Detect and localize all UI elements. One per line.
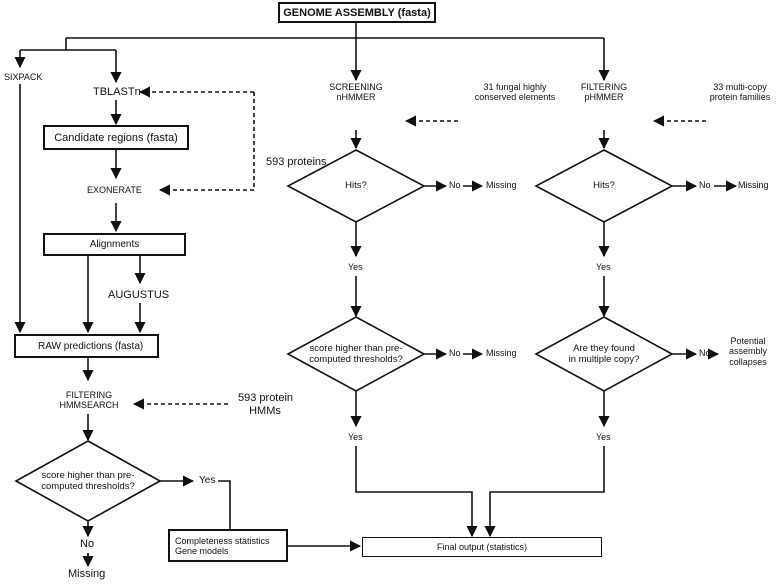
raw-predictions-label: RAW predictions (fasta)	[38, 340, 144, 352]
tblastn-label: TBLASTn	[93, 86, 141, 98]
middle-decision-line-1: score higher than pre-	[309, 342, 403, 354]
collapse-line-2: assembly	[728, 346, 767, 357]
conserved-elements-line-1: 31 fungal highly	[483, 82, 547, 92]
right-hits-text: Hits?	[593, 180, 615, 192]
left-missing-label: Missing	[68, 568, 106, 580]
middle-decision-line-2: computed thresholds?	[309, 354, 403, 365]
candidate-regions-box: Candidate regions (fasta)	[43, 125, 189, 150]
collapse-line-1: Potential	[730, 336, 766, 346]
collapse-line-3: collapses	[729, 356, 767, 367]
gene-models-label: Gene models	[175, 545, 229, 556]
conserved-elements-line-2: conserved elements	[474, 92, 556, 103]
middle-missing-label-2: Missing	[486, 348, 517, 358]
candidate-regions-label: Candidate regions (fasta)	[54, 131, 178, 144]
right-decision-line-2: in multiple copy?	[568, 354, 640, 365]
left-yes-label: Yes	[199, 475, 216, 486]
protein-families-input-label: 33 multi-copy protein families	[706, 82, 774, 103]
decision-diamond-hits-right	[534, 149, 674, 223]
filtering-hmmsearch-label: FILTERING HMMSEARCH	[50, 390, 128, 411]
right-filtering-label: FILTERING	[580, 82, 628, 92]
nhmmer-label: nHMMER	[336, 92, 376, 103]
completeness-label: Completeness statistics	[175, 535, 270, 546]
filtering-label: FILTERING	[65, 390, 113, 400]
right-missing-label-1: Missing	[738, 180, 769, 190]
alignments-label: Alignments	[89, 239, 140, 250]
protein-hmms-input-label: 593 protein HMMs	[238, 392, 294, 417]
assembly-collapse-label: Potential assembly collapses	[720, 336, 776, 367]
screening-label: SCREENING	[329, 82, 383, 92]
protein-families-line-1: 33 multi-copy	[713, 82, 767, 92]
hmmsearch-label: HMMSEARCH	[59, 400, 119, 411]
right-decision-line-1: Are they found	[573, 342, 635, 354]
raw-predictions-box: RAW predictions (fasta)	[14, 334, 159, 358]
screening-nhmmer-label: SCREENING nHMMER	[316, 82, 396, 103]
final-output-label: Final output (statistics)	[436, 542, 528, 552]
alignments-box: Alignments	[43, 233, 186, 256]
right-no-label-1: No	[699, 180, 711, 190]
conserved-elements-input-label: 31 fungal highly conserved elements	[462, 82, 568, 103]
middle-hits-text: Hits?	[345, 180, 367, 192]
right-yes-label-2: Yes	[596, 432, 611, 442]
right-decision-text: Are they found in multiple copy?	[536, 335, 672, 373]
filtering-phmmer-label: FILTERING pHMMER	[562, 82, 646, 103]
decision-diamond-threshold-left	[14, 440, 162, 522]
phmmer-label: pHMMER	[584, 92, 624, 103]
connector-yes-final-right	[484, 446, 605, 538]
proteins-input-label: 593 proteins	[266, 156, 327, 168]
left-decision-line-2: computed thresholds?	[41, 481, 135, 492]
connector-yes-completeness	[218, 480, 231, 539]
middle-decision-text: score higher than pre- computed threshol…	[288, 335, 424, 373]
genome-assembly-title: GENOME ASSEMBLY (fasta)	[283, 6, 431, 19]
decision-diamond-hits-middle	[286, 149, 426, 223]
middle-no-label-1: No	[449, 180, 461, 190]
left-no-label: No	[80, 538, 95, 550]
right-yes-label-1: Yes	[596, 262, 611, 272]
decision-diamond-multicopy-right	[534, 316, 674, 392]
protein-hmms-line-2: HMMs	[249, 404, 281, 417]
decision-diamond-threshold-middle	[286, 316, 426, 392]
completeness-box: Completeness statistics Gene models	[168, 529, 288, 562]
right-no-label-2: No	[699, 348, 711, 358]
final-output-box: Final output (statistics)	[362, 537, 602, 557]
middle-yes-label-1: Yes	[348, 262, 363, 272]
protein-hmms-line-1: 593 protein	[238, 392, 294, 404]
left-decision-line-1: score higher than pre-	[41, 469, 135, 481]
augustus-label: AUGUSTUS	[108, 289, 170, 301]
middle-missing-label-1: Missing	[486, 180, 517, 190]
exonerate-label: EXONERATE	[87, 185, 142, 195]
middle-no-label-2: No	[449, 348, 461, 358]
protein-families-line-2: protein families	[709, 92, 771, 103]
middle-yes-label-2: Yes	[348, 432, 363, 442]
genome-assembly-title-box: GENOME ASSEMBLY (fasta)	[278, 2, 436, 23]
left-decision-text: score higher than pre- computed threshol…	[16, 462, 160, 500]
connector-yes-final-mid	[355, 446, 478, 538]
sixpack-label: SIXPACK	[4, 72, 43, 82]
